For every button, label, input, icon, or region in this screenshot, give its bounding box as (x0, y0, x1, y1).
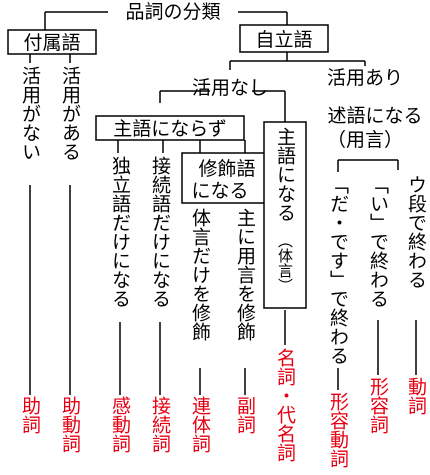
pos-keiyoushi: 形容詞 (367, 377, 389, 434)
node-shushoku-1: 修飾語 (198, 158, 255, 180)
cond-dokuritsu: 独立語だけになる (109, 156, 131, 308)
cond-fuzokugo-nashi: 活用がない (19, 66, 41, 161)
pos-joshi: 助詞 (19, 396, 41, 434)
tree-lines (29, 11, 417, 395)
diagram-title: 品詞の分類 (125, 1, 220, 23)
pos-setsuzokushi: 接続詞 (149, 396, 171, 453)
box-shugo-naru (263, 121, 307, 309)
box-fuzokugo (7, 29, 97, 55)
node-yougen: （用言） (327, 129, 403, 151)
cond-i: 「い」で終わる (367, 175, 389, 308)
node-katsuyou-nashi: 活用なし (192, 77, 268, 99)
node-katsuyou-ari: 活用あり (327, 67, 403, 89)
node-shugo-narazu: 主語にならず (113, 118, 227, 140)
pos-kandoushi: 感動詞 (109, 396, 131, 453)
cond-da-desu: 「だ・です」で終わる (327, 175, 349, 365)
box-jiritsugo (239, 24, 329, 53)
node-fuzokugo: 付属語 (23, 32, 80, 54)
cond-yougen-shushoku: 主に用言を修飾 (234, 208, 256, 341)
cond-setsuzoku: 接続語だけになる (149, 156, 171, 308)
cond-taigen-shushoku: 体言だけを修飾 (189, 208, 211, 341)
pos-keiyoudoushi: 形容動詞 (327, 392, 349, 468)
node-taigen: （体言） (276, 233, 294, 293)
node-jiritsugo: 自立語 (255, 29, 312, 51)
pos-doushi: 動詞 (405, 377, 427, 415)
box-shugo-narazu (95, 115, 245, 141)
node-shugo-naru: 主語になる (274, 127, 296, 222)
pos-rentaishi: 連体詞 (189, 396, 211, 453)
node-shushoku-2: になる (191, 180, 248, 202)
pos-fukushi: 副詞 (234, 396, 256, 434)
pos-meishi: 名詞・代名詞 (274, 348, 296, 462)
node-jutsugo: 述語になる (327, 105, 422, 127)
pos-jodoushi: 助動詞 (59, 396, 81, 453)
node-boxes (7, 24, 329, 309)
cond-udan: ウ段で終わる (405, 175, 427, 289)
cond-fuzokugo-ari: 活用がある (59, 66, 81, 161)
